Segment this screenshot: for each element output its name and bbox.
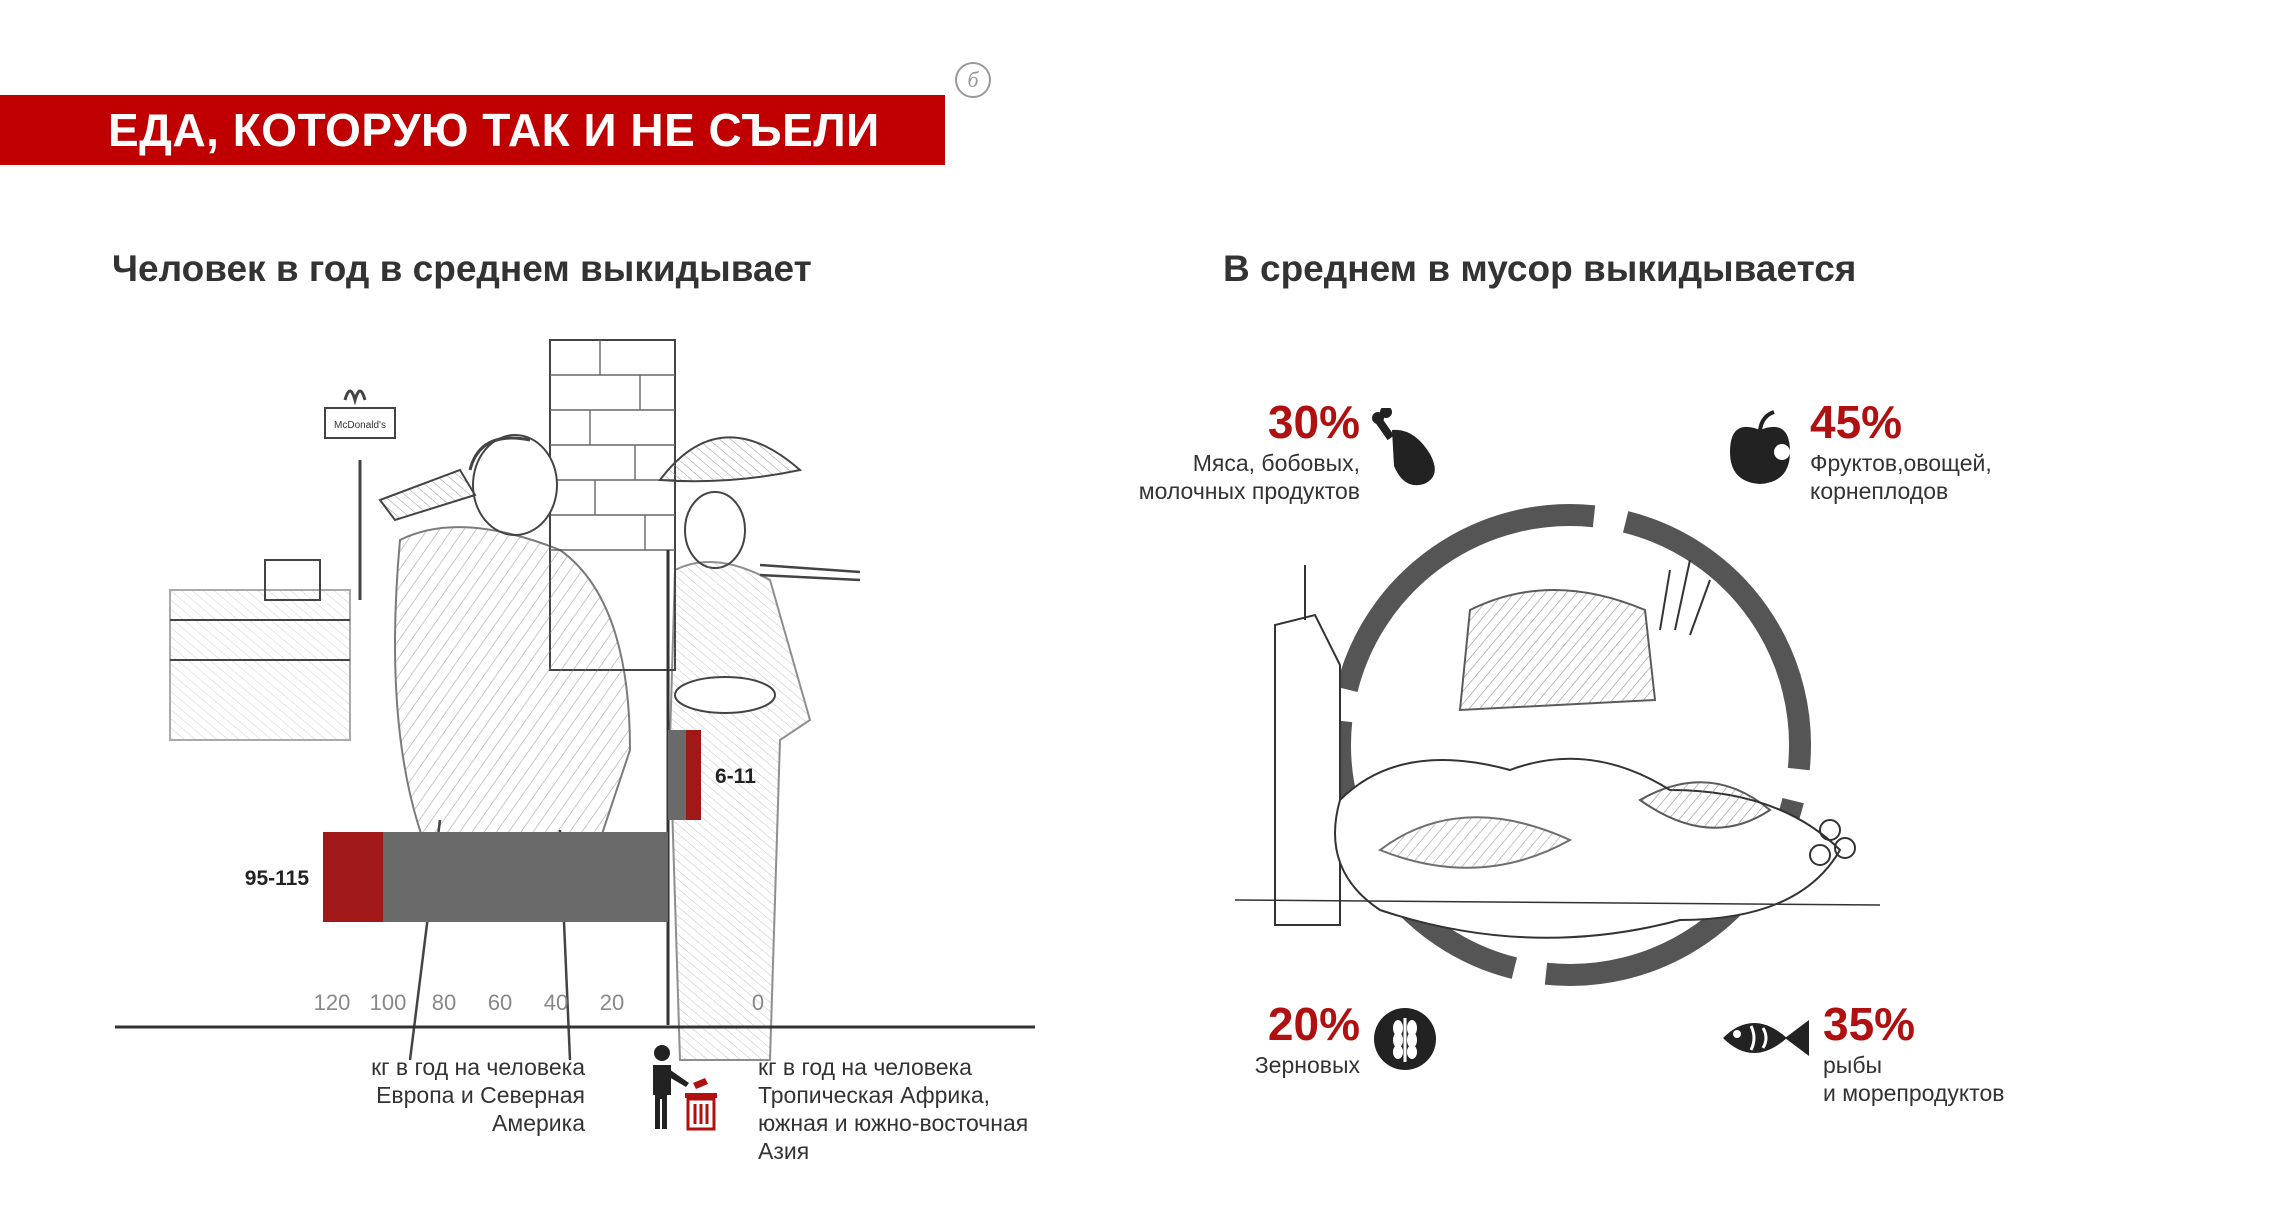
apple-icon (1730, 410, 1790, 484)
bar-label-europe: 95-115 (245, 867, 310, 890)
bar-label-africa: 6-11 (715, 765, 756, 788)
x-tick-label: 20 (600, 990, 624, 1015)
x-tick-label: 80 (432, 990, 456, 1015)
right-heading: В среднем в мусор выкидывается (1223, 248, 1857, 289)
bar-europe-range (323, 832, 383, 922)
percent-fruit: 45% (1810, 396, 1903, 448)
x-tick-label: 0 (752, 990, 764, 1015)
label-meat-line: молочных продуктов (1138, 478, 1360, 504)
x-tick-label: 120 (314, 990, 351, 1015)
x-tick-label: 100 (370, 990, 407, 1015)
category-grain: 20% Зерновых (1160, 997, 1360, 1079)
food-sketch (1234, 559, 1881, 939)
fish-icon (1723, 1020, 1809, 1056)
category-fish: 35% рыбы и морепродуктов (1823, 997, 2083, 1107)
ring-segment (1336, 504, 1596, 693)
percent-fish: 35% (1823, 998, 1916, 1050)
caption-africa-line: кг в год на человека (758, 1054, 972, 1080)
bar-europe-gray (383, 832, 668, 922)
title-bar (0, 95, 945, 165)
label-fish-line: и морепродуктов (1823, 1080, 2005, 1106)
wheat-icon (1374, 1008, 1436, 1070)
caption-africa-line: южная и южно-восточная (758, 1110, 1029, 1136)
waste-per-person-chart: McDonald's 95-115 6-11 120 100 80 60 40 20 0 (115, 339, 1035, 1061)
left-heading: Человек в год в среднем выкидывает (112, 248, 812, 289)
percent-grain: 20% (1267, 998, 1360, 1050)
caption-africa: кг в год на человека Тропическая Африка,… (758, 1053, 1078, 1165)
caption-europe-line: кг в год на человека (371, 1054, 585, 1080)
category-meat: 30% Мяса, бобовых, молочных продуктов (1080, 395, 1360, 505)
publisher-logo: б (955, 62, 991, 98)
bar-africa-gray (668, 730, 686, 820)
bar-africa-range (686, 730, 701, 820)
label-fruit-line: корнеплодов (1810, 478, 1949, 504)
percent-meat: 30% (1267, 396, 1360, 448)
x-axis-ticks: 120 100 80 60 40 20 0 (314, 990, 764, 1015)
ring-segment (1622, 511, 1811, 771)
label-fish-line: рыбы (1823, 1052, 1883, 1078)
caption-africa-line: Тропическая Африка, (758, 1082, 991, 1108)
caption-africa-line: Азия (758, 1138, 810, 1164)
drumstick-icon (1372, 408, 1435, 486)
sign-text: McDonald's (334, 420, 386, 431)
caption-europe-line: Европа и Северная (376, 1082, 585, 1108)
page-title: ЕДА, КОТОРУЮ ТАК И НЕ СЪЕЛИ (108, 104, 880, 156)
x-tick-label: 60 (488, 990, 512, 1015)
label-grain-line: Зерновых (1254, 1052, 1360, 1078)
label-meat-line: Мяса, бобовых, (1192, 450, 1360, 476)
food-waste-ring (1234, 504, 1881, 986)
x-tick-label: 40 (544, 990, 568, 1015)
sketch-illustration: McDonald's (169, 339, 861, 1061)
trash-person-icon (653, 1045, 717, 1131)
caption-europe-line: Америка (492, 1110, 585, 1136)
caption-europe: кг в год на человека Европа и Северная А… (300, 1053, 585, 1137)
label-fruit-line: Фруктов,овощей, (1810, 450, 1992, 476)
category-fruit: 45% Фруктов,овощей, корнеплодов (1810, 395, 2070, 505)
